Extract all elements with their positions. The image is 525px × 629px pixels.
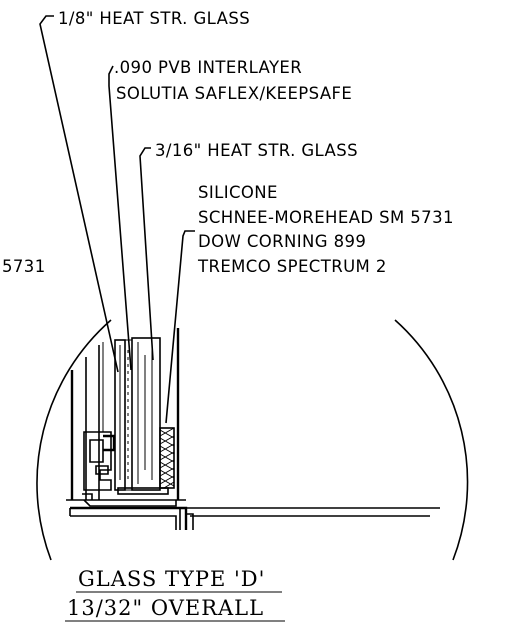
leader-inner-glass — [139, 147, 154, 361]
label-sealant-line2: SCHNEE-MOREHEAD SM 5731 — [198, 208, 454, 227]
glass-inner-lite — [131, 337, 161, 491]
label-inner-glass: 3/16" HEAT STR. GLASS — [155, 141, 358, 160]
title-line1: GLASS TYPE 'D' — [78, 567, 265, 591]
label-sealant-line3: DOW CORNING 899 — [198, 232, 366, 251]
frame-verticals — [70, 328, 180, 500]
leader-outer-glass — [39, 15, 119, 373]
label-interlayer-line2: SOLUTIA SAFLEX/KEEPSAFE — [116, 84, 352, 103]
leader-interlayer — [108, 65, 132, 371]
detail-circle — [36, 319, 469, 561]
leader-sealant — [165, 230, 195, 424]
title-line2: 13/32" OVERALL — [67, 596, 264, 620]
label-sealant-line1: SILICONE — [198, 183, 278, 202]
label-sealant-line4: TREMCO SPECTRUM 2 — [197, 257, 387, 276]
setting-block — [117, 487, 169, 495]
label-outer-glass: 1/8" HEAT STR. GLASS — [58, 9, 250, 28]
silicone-sealant-bead — [159, 427, 175, 489]
frame-bottom-rail — [66, 493, 440, 530]
glazing-stop — [83, 431, 116, 491]
label-cropped-fragment: 5731 — [2, 257, 46, 276]
label-interlayer-line1: .090 PVB INTERLAYER — [114, 58, 302, 77]
